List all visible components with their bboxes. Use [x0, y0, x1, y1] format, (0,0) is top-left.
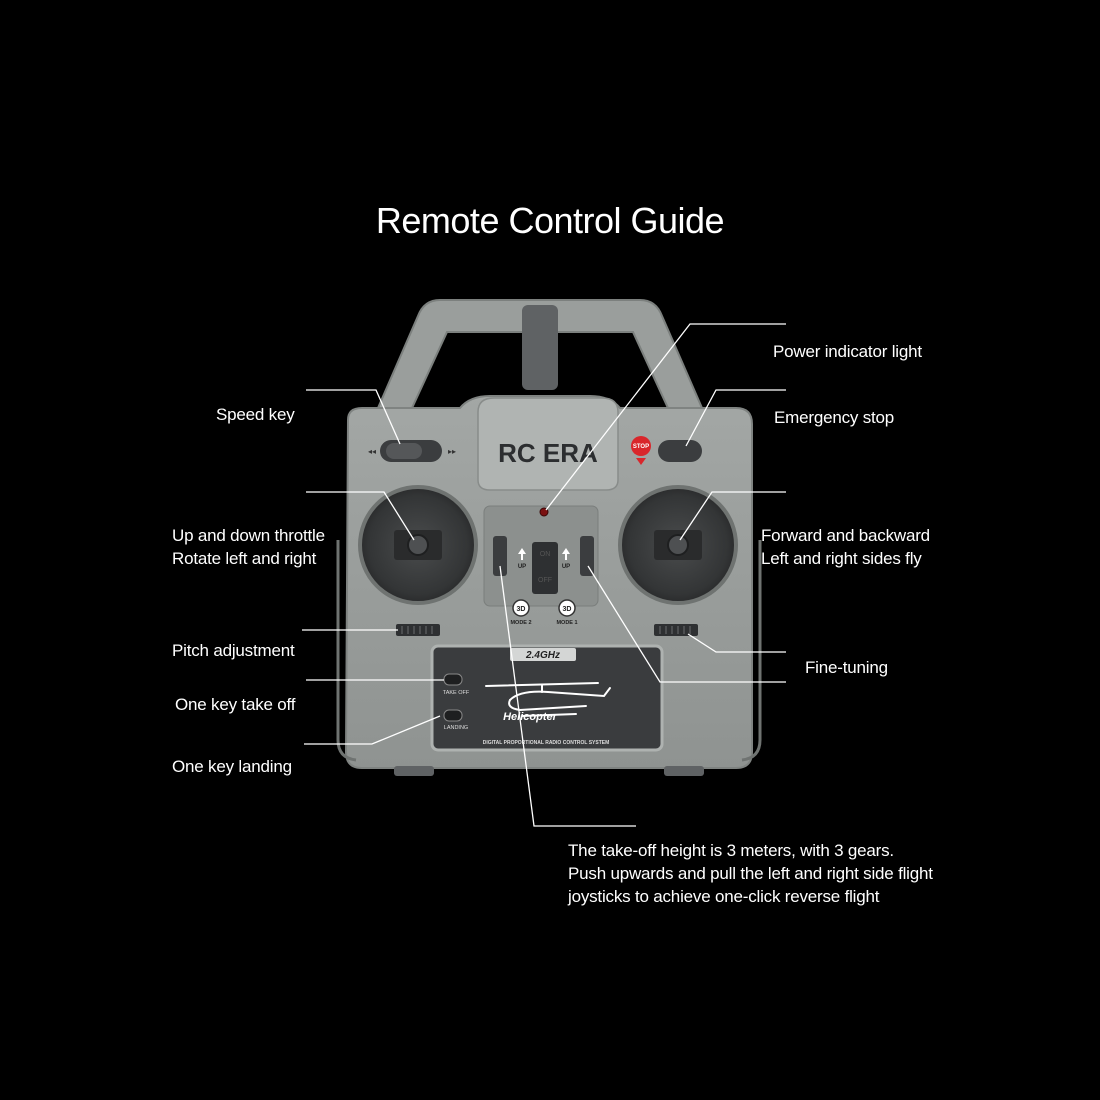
note-switch-line — [587, 565, 786, 683]
left-grip-edge — [336, 540, 357, 762]
panel-footer: DIGITAL PROPORTIONAL RADIO CONTROL SYSTE… — [483, 740, 610, 746]
pitch-trim-wheel[interactable] — [396, 624, 440, 636]
power-on-label: ON — [540, 551, 551, 558]
emergency-line — [685, 389, 786, 447]
takeoff-callout-label: One key take off — [175, 695, 296, 714]
callout-lines — [302, 323, 786, 827]
throttle-label-1: Up and down throttle — [172, 526, 325, 545]
mode-2-label: MODE 2 — [510, 620, 531, 626]
note-label-2: Push upwards and pull the left and right… — [568, 864, 933, 883]
fine-tuning-trim-wheel[interactable] — [654, 624, 698, 636]
landing-button[interactable] — [443, 709, 463, 722]
frequency-label: 2.4GHz — [525, 650, 560, 661]
frequency-badge — [510, 648, 576, 661]
note-label-3: joysticks to achieve one-click reverse f… — [568, 887, 880, 906]
panel-logo: Helicopter — [503, 711, 558, 723]
right-mode-switch[interactable] — [580, 536, 594, 576]
throttle-line — [306, 491, 415, 541]
speed-fast-mark: ▸▸ — [448, 447, 456, 456]
left-mode-switch[interactable] — [493, 536, 507, 576]
stop-label: STOP — [633, 444, 649, 450]
landing-callout-label: One key landing — [172, 757, 292, 776]
stop-icon — [631, 436, 651, 456]
power-switch[interactable] — [532, 542, 558, 594]
mode-2-icon-text: 3D — [517, 606, 526, 613]
left-foot — [394, 766, 434, 776]
speed-key-label: Speed key — [216, 405, 295, 424]
brand-plate — [477, 397, 619, 491]
power-off-label: OFF — [538, 577, 552, 584]
fine-tuning-line — [687, 633, 786, 653]
right-foot — [664, 766, 704, 776]
speed-switch-knob[interactable] — [386, 443, 422, 459]
up-right-label: UP — [562, 564, 570, 570]
forward-label-2: Left and right sides fly — [761, 549, 922, 568]
up-left-label: UP — [518, 564, 526, 570]
power-light-label: Power indicator light — [773, 342, 922, 361]
note-line — [499, 565, 636, 827]
takeoff-label: TAKE OFF — [443, 690, 470, 696]
antenna — [522, 305, 558, 390]
mode-1-label: MODE 1 — [556, 620, 577, 626]
landing-label: LANDING — [444, 725, 468, 731]
emergency-label: Emergency stop — [774, 408, 895, 427]
stop-arrow-icon — [636, 458, 646, 465]
speed-key-line — [306, 389, 401, 445]
landing-line — [304, 715, 441, 745]
forward-line — [679, 491, 786, 541]
pitch-trim-ridges — [401, 626, 433, 634]
speed-slow-mark: ◂◂ — [368, 447, 376, 456]
emergency-stop-button[interactable] — [658, 440, 702, 462]
up-arrow-left-icon — [518, 548, 526, 560]
mode-1-icon — [558, 599, 576, 617]
left-joystick[interactable] — [407, 534, 429, 556]
forward-label-1: Forward and backward — [761, 526, 930, 545]
page-title: Remote Control Guide — [375, 200, 725, 241]
up-arrow-right-icon — [562, 548, 570, 560]
note-label-1: The take-off height is 3 meters, with 3 … — [568, 841, 894, 860]
bottom-panel — [430, 644, 664, 752]
fine-tuning-label: Fine-tuning — [805, 658, 888, 677]
right-grip-edge — [741, 540, 762, 762]
brand-logo: RC ERA — [498, 438, 598, 468]
pitch-label: Pitch adjustment — [172, 641, 295, 660]
takeoff-button[interactable] — [443, 673, 463, 686]
mode-1-icon-text: 3D — [563, 606, 572, 613]
right-joystick[interactable] — [667, 534, 689, 556]
power-light-line — [545, 323, 786, 511]
fine-tuning-trim-ridges — [659, 626, 691, 634]
helicopter-icon — [485, 682, 611, 717]
throttle-label-2: Rotate left and right — [172, 549, 317, 568]
mode-2-icon — [512, 599, 530, 617]
